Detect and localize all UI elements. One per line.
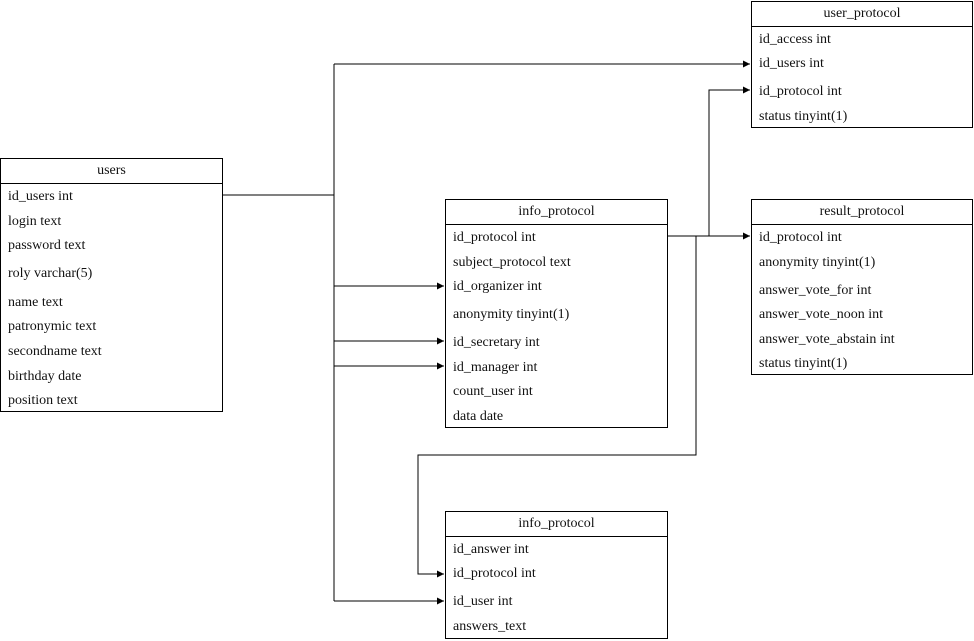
table-row: birthday date xyxy=(8,369,82,384)
table-users: users id_users int login text password t… xyxy=(0,158,223,412)
table-row: count_user int xyxy=(453,384,533,399)
table-row: anonymity tinyint(1) xyxy=(759,255,876,270)
table-row: id_manager int xyxy=(453,360,538,375)
table-title: info_protocol xyxy=(446,512,667,537)
table-row: answer_vote_abstain int xyxy=(759,332,895,347)
table-row: id_protocol int xyxy=(453,230,536,245)
table-info-protocol-answers: info_protocol id_answer int id_protocol … xyxy=(445,511,668,639)
table-row: id_protocol int xyxy=(759,230,842,245)
table-row: id_user int xyxy=(453,594,513,609)
table-row: id_secretary int xyxy=(453,335,540,350)
table-row: patronymic text xyxy=(8,319,97,334)
table-row: login text xyxy=(8,214,62,229)
table-row: id_organizer int xyxy=(453,279,542,294)
table-row: status tinyint(1) xyxy=(759,356,848,371)
table-row: anonymity tinyint(1) xyxy=(453,307,570,322)
table-title: result_protocol xyxy=(752,200,972,225)
link-protocol-to-answers xyxy=(417,236,697,578)
table-row: position text xyxy=(8,393,78,408)
table-row: id_answer int xyxy=(453,542,529,557)
table-row: secondname text xyxy=(8,344,102,359)
table-row: answers_text xyxy=(453,619,527,634)
table-row: data date xyxy=(453,409,504,424)
table-row: id_users int xyxy=(8,189,73,204)
table-result-protocol: result_protocol id_protocol int anonymit… xyxy=(751,199,973,375)
table-row: password text xyxy=(8,238,86,253)
table-row: status tinyint(1) xyxy=(759,109,848,124)
link-protocol-to-user-protocol xyxy=(708,86,750,236)
table-info-protocol: info_protocol id_protocol int subject_pr… xyxy=(445,199,668,428)
table-title: user_protocol xyxy=(752,2,972,27)
table-row: id_protocol int xyxy=(453,566,536,581)
table-title: info_protocol xyxy=(446,200,667,225)
table-row: roly varchar(5) xyxy=(8,266,93,281)
table-row: answer_vote_for int xyxy=(759,283,872,298)
table-row: name text xyxy=(8,295,63,310)
table-row: answer_vote_noon int xyxy=(759,307,884,322)
table-user-protocol: user_protocol id_access int id_users int… xyxy=(751,1,973,128)
table-title: users xyxy=(1,159,222,184)
table-row: id_access int xyxy=(759,32,831,47)
table-row: id_protocol int xyxy=(759,84,842,99)
table-row: subject_protocol text xyxy=(453,255,571,270)
table-row: id_users int xyxy=(759,56,824,71)
